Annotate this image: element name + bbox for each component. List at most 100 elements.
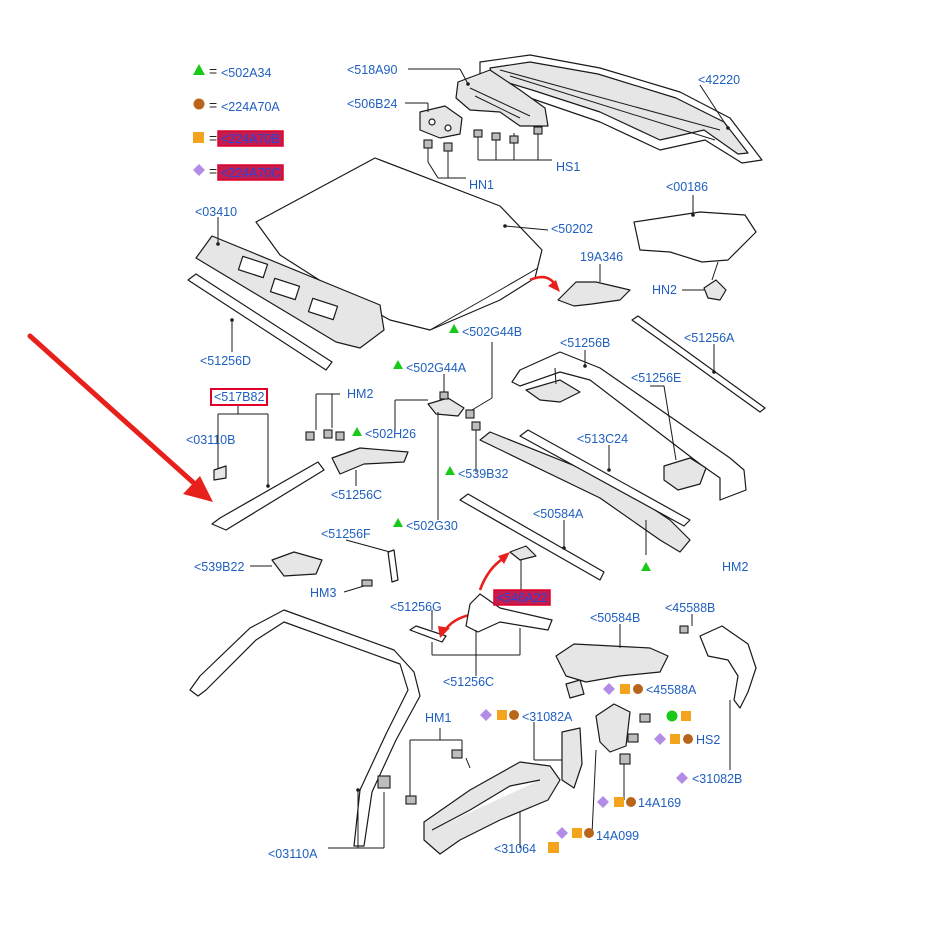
label-hm2-left[interactable]: HM2 <box>347 387 373 401</box>
label-51256G[interactable]: <51256G <box>390 600 442 614</box>
purple-diamond-icon <box>676 772 688 784</box>
label-00186[interactable]: <00186 <box>666 180 708 194</box>
label-502G30[interactable]: <502G30 <box>406 519 458 533</box>
legend-code-502A34[interactable]: <502A34 <box>221 66 271 80</box>
part-51256D-seal <box>187 273 333 371</box>
part-506B24-hinge <box>405 102 463 139</box>
part-502H26-leader <box>394 399 428 432</box>
legend: = <502A34 = <224A70A = <224A70B = <224A7… <box>193 63 284 181</box>
label-hm1[interactable]: HM1 <box>425 711 451 725</box>
part-517B82-rail <box>211 404 325 531</box>
label-03410[interactable]: <03410 <box>195 205 237 219</box>
part-51256C-seal-upper <box>331 447 409 486</box>
orange-square-icon <box>614 797 624 807</box>
label-517B82[interactable]: <517B82 <box>214 390 264 404</box>
label-506B24[interactable]: <506B24 <box>347 97 397 111</box>
label-03110B[interactable]: <03110B <box>186 433 235 447</box>
brown-circle-icon <box>683 734 693 744</box>
label-51256E[interactable]: <51256E <box>631 371 681 385</box>
green-circle-icon <box>666 710 678 722</box>
part-502G44A-bracket <box>427 374 465 417</box>
label-502H26[interactable]: <502H26 <box>365 427 416 441</box>
label-31064[interactable]: <31064 <box>494 842 536 856</box>
label-50584B[interactable]: <50584B <box>590 611 640 625</box>
part-31082A-bracket <box>533 722 583 789</box>
part-518A90-bracket <box>408 68 549 127</box>
label-51256D[interactable]: <51256D <box>200 354 251 368</box>
part-502G44B-bolt <box>465 342 493 419</box>
fasteners-hn1 <box>423 139 466 179</box>
part-51256B-seal <box>511 350 747 501</box>
orange-square-icon <box>681 711 691 721</box>
part-00186-rear-panel <box>633 195 757 263</box>
label-31082A[interactable]: <31082A <box>522 710 573 724</box>
label-hs2[interactable]: HS2 <box>696 733 720 747</box>
purple-diamond-icon <box>556 827 568 839</box>
label-19A346[interactable]: 19A346 <box>580 250 623 264</box>
purple-diamond-icon <box>193 164 205 176</box>
label-539B32[interactable]: <539B32 <box>458 467 508 481</box>
orange-square-icon <box>497 710 507 720</box>
label-51256A[interactable]: <51256A <box>684 331 735 345</box>
label-hm3[interactable]: HM3 <box>310 586 336 600</box>
legend-code-224A70A[interactable]: <224A70A <box>221 100 280 114</box>
fasteners-hm2-left <box>305 393 345 441</box>
svg-text:=: = <box>209 163 217 179</box>
label-51256F[interactable]: <51256F <box>321 527 371 541</box>
label-hm2-right[interactable]: HM2 <box>722 560 748 574</box>
brown-circle-icon <box>509 710 519 720</box>
label-45588A[interactable]: <45588A <box>646 683 697 697</box>
label-539B22[interactable]: <539B22 <box>194 560 244 574</box>
label-518A90[interactable]: <518A90 <box>347 63 397 77</box>
part-51256G-seal <box>409 610 475 655</box>
label-513C24[interactable]: <513C24 <box>577 432 628 446</box>
label-hn2[interactable]: HN2 <box>652 283 677 297</box>
green-triangle-icon <box>352 427 362 436</box>
part-03110B-cap <box>213 465 227 481</box>
label-14A099[interactable]: 14A099 <box>596 829 639 843</box>
label-hs1[interactable]: HS1 <box>556 160 580 174</box>
part-03110A-frame <box>189 609 421 849</box>
purple-diamond-icon <box>597 796 609 808</box>
brown-circle-icon <box>633 684 643 694</box>
part-50202-roof-panel <box>255 157 549 331</box>
green-triangle-icon <box>393 360 403 369</box>
part-539B22-bracket <box>250 551 323 577</box>
label-502G44B[interactable]: <502G44B <box>462 325 522 339</box>
label-546A22[interactable]: <546A22 <box>497 591 547 605</box>
purple-diamond-icon <box>603 683 615 695</box>
label-hn1[interactable]: HN1 <box>469 178 494 192</box>
label-50202[interactable]: <50202 <box>551 222 593 236</box>
part-31064-trim <box>423 761 561 855</box>
fasteners-hs1 <box>473 126 552 161</box>
svg-text:=: = <box>209 63 217 79</box>
brown-circle-icon <box>584 828 594 838</box>
label-14A169[interactable]: 14A169 <box>638 796 681 810</box>
orange-square-icon <box>620 684 630 694</box>
fasteners-hm1 <box>405 728 471 805</box>
brown-circle-icon <box>193 98 205 110</box>
orange-square-icon <box>193 132 204 143</box>
brown-circle-icon <box>626 797 636 807</box>
green-triangle-icon <box>641 562 651 571</box>
part-50584B-rail <box>555 624 669 683</box>
label-03110A[interactable]: <03110A <box>268 847 318 861</box>
green-triangle-icon <box>193 64 205 75</box>
part-19A346-bracket <box>529 264 631 307</box>
svg-text:=: = <box>209 130 217 146</box>
label-51256C-upper[interactable]: <51256C <box>331 488 382 502</box>
fastener-hm3 <box>343 579 373 593</box>
part-539B32-bolt <box>471 421 481 472</box>
legend-code-224A70B[interactable]: <224A70B <box>221 132 280 146</box>
label-51256B[interactable]: <51256B <box>560 336 610 350</box>
label-42220[interactable]: <42220 <box>698 73 740 87</box>
label-45588B[interactable]: <45588B <box>665 601 715 615</box>
part-42220-frame <box>479 54 763 164</box>
red-pointer-arrow <box>27 333 213 502</box>
label-51256C-lower[interactable]: <51256C <box>443 675 494 689</box>
label-31082B[interactable]: <31082B <box>692 772 742 786</box>
label-50584A[interactable]: <50584A <box>533 507 584 521</box>
legend-code-224A70C[interactable]: <224A70C <box>221 166 280 180</box>
label-502G44A[interactable]: <502G44A <box>406 361 467 375</box>
orange-square-icon <box>572 828 582 838</box>
